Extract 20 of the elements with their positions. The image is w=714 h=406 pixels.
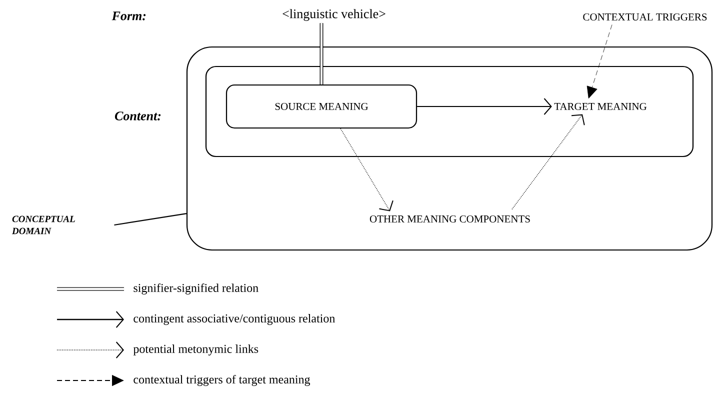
row-label: Content: <box>114 112 161 120</box>
legend-text: signifier-signified relation <box>134 283 258 294</box>
row-label: Form: <box>112 12 146 20</box>
connector-line <box>320 23 324 84</box>
meaning-label: OTHER MEANING COMPONENTS <box>370 215 530 223</box>
meaning-label: TARGET MEANING <box>554 102 647 110</box>
content-box <box>205 66 694 158</box>
legend-text: contingent associative/contiguous relation <box>134 314 335 325</box>
legend-text: contextual triggers of target meaning <box>134 374 310 386</box>
arrow <box>512 114 585 210</box>
meaning-box: SOURCE MEANING <box>226 84 418 129</box>
vehicle-label: <linguistic vehicle> <box>282 9 386 21</box>
arrow <box>417 98 552 115</box>
domain-box <box>186 46 713 251</box>
arrow <box>586 24 612 98</box>
trigger-label: CONTEXTUAL TRIGGERS <box>583 13 707 21</box>
domain-label: CONCEPTUAL DOMAIN <box>12 216 75 234</box>
leader-line <box>114 213 187 226</box>
legend-text: potential metonymic links <box>133 344 258 356</box>
arrow <box>340 128 394 212</box>
